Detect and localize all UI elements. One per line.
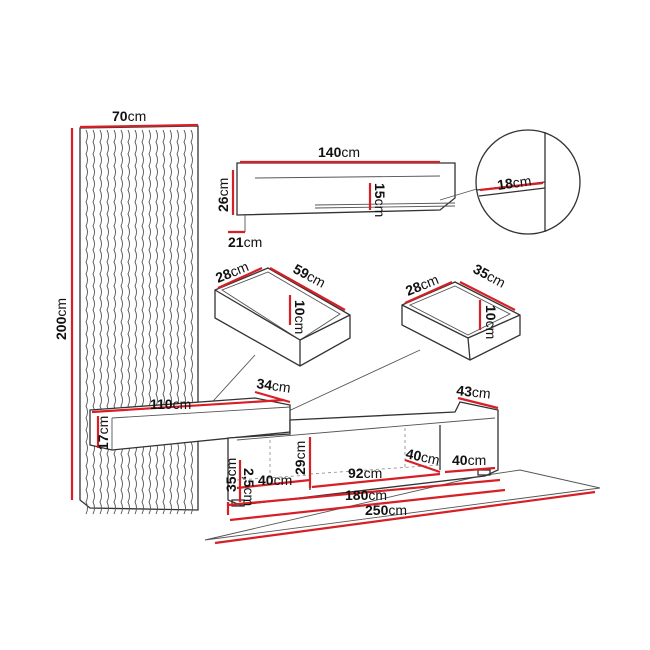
- drawer-large: [214, 267, 351, 367]
- label-left-compartment: 40cm: [258, 472, 292, 488]
- floor-plane: [204, 469, 601, 541]
- panel-slat: [190, 129, 193, 515]
- panel-slat: [106, 129, 109, 515]
- label-panel-height: 200cm: [53, 298, 69, 340]
- label-drawer2-height: 10cm: [483, 305, 499, 339]
- panel-slat: [183, 129, 186, 515]
- label-mid-compartment: 92cm: [348, 465, 382, 481]
- label-floating-depth: 34cm: [256, 375, 292, 396]
- label-drawer1-width: 59cm: [291, 261, 329, 291]
- panel-slat: [176, 129, 179, 515]
- panel-slat: [127, 129, 130, 515]
- panel-slat: [162, 129, 165, 515]
- label-tv-height: 35cm: [223, 458, 239, 492]
- slatted-panel: [79, 125, 199, 515]
- panel-slat: [148, 129, 151, 515]
- label-right-compartment: 40cm: [452, 452, 486, 468]
- label-drawer1-height: 10cm: [292, 300, 308, 334]
- panel-slat: [99, 129, 102, 515]
- panel-slat: [113, 129, 116, 515]
- panel-slat: [120, 129, 123, 515]
- label-leg-height: 2,5cm: [241, 468, 257, 506]
- label-drawer1-depth: 28cm: [213, 258, 251, 286]
- label-tv-depth: 43cm: [456, 382, 492, 401]
- wall-shelf: [236, 162, 481, 232]
- glass-shelf-detail: [475, 129, 581, 235]
- label-wall-shelf-height: 26cm: [215, 178, 231, 212]
- panel-slat: [169, 129, 172, 515]
- label-total-width: 250cm: [365, 502, 407, 518]
- label-drawer2-width: 35cm: [471, 261, 509, 291]
- panel-slat: [134, 129, 137, 515]
- label-wall-shelf-inner: 15cm: [372, 183, 388, 217]
- label-panel-width: 70cm: [112, 108, 146, 124]
- label-right-compartment-depth: 40cm: [404, 445, 441, 468]
- label-floating-height: 17cm: [95, 416, 111, 450]
- panel-slat: [85, 129, 88, 515]
- panel-slat: [92, 129, 95, 515]
- label-tv-width: 180cm: [345, 487, 387, 503]
- panel-slat: [155, 129, 158, 515]
- drawer-small: [401, 281, 521, 361]
- label-drawer2-depth: 28cm: [403, 271, 441, 299]
- panel-slat: [141, 129, 144, 515]
- label-floating-width: 110cm: [150, 396, 191, 412]
- label-inner-height: 29cm: [292, 441, 308, 475]
- label-wall-shelf-depth: 21cm: [228, 234, 262, 250]
- label-glass-shelf-depth: 18cm: [496, 172, 532, 193]
- label-wall-shelf-width: 140cm: [318, 144, 360, 160]
